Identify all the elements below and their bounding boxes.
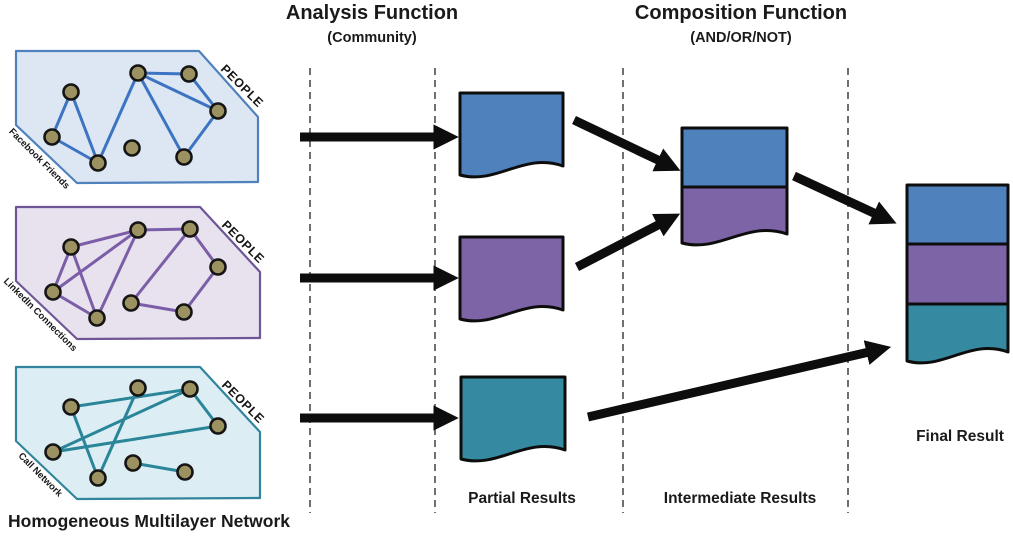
- network-edge: [96, 387, 140, 479]
- network-node: [124, 454, 142, 472]
- document-partial-teal: [459, 375, 567, 463]
- document-band: [458, 91, 565, 179]
- flow-arrow: [792, 171, 897, 225]
- document-intermediate: [680, 126, 789, 247]
- document-band: [905, 242, 1010, 306]
- network-node: [209, 417, 227, 435]
- network-edge: [52, 228, 139, 294]
- network-node: [122, 294, 140, 312]
- composition-function-title: Composition Function: [634, 2, 848, 24]
- document-band: [459, 375, 567, 463]
- partial-results-label: Partial Results: [468, 490, 576, 507]
- document-partial-blue: [458, 91, 565, 179]
- network-edge: [69, 91, 100, 164]
- network-edge: [136, 72, 186, 158]
- final-result-label: Final Result: [916, 428, 1004, 445]
- document-partial-purple: [458, 235, 565, 323]
- document-band: [680, 185, 789, 247]
- network-edge: [70, 228, 139, 249]
- flow-arrow: [572, 115, 681, 172]
- network-edge: [129, 228, 192, 304]
- network-node: [44, 443, 62, 461]
- document-band: [680, 126, 789, 189]
- network-node: [180, 65, 198, 83]
- analysis-function-subtitle: (Community): [327, 30, 417, 46]
- network-node: [176, 463, 194, 481]
- document-band: [458, 235, 565, 323]
- network-node: [209, 102, 227, 120]
- document-band: [905, 183, 1010, 246]
- network-edge: [69, 246, 99, 319]
- network-edge: [69, 406, 100, 479]
- network-edge: [137, 71, 219, 113]
- network-node: [129, 379, 147, 397]
- network-node: [62, 238, 80, 256]
- analysis-function-title: Analysis Function: [285, 2, 459, 24]
- network-node: [181, 220, 199, 238]
- network-edge: [95, 229, 140, 319]
- network-edge: [70, 387, 191, 409]
- network-node: [62, 83, 80, 101]
- network-node: [89, 154, 107, 172]
- document-final: [905, 183, 1010, 365]
- network-node: [129, 221, 147, 239]
- network-edge: [52, 424, 219, 454]
- diagram-caption: Homogeneous Multilayer Network: [8, 511, 290, 531]
- network-edge: [52, 387, 191, 454]
- network-edge: [96, 72, 140, 164]
- network-node: [209, 258, 227, 276]
- flow-arrow: [574, 213, 681, 271]
- network-node: [175, 303, 193, 321]
- composition-function-subtitle: (AND/OR/NOT): [690, 30, 792, 46]
- network-node: [43, 128, 61, 146]
- network-node: [89, 469, 107, 487]
- network-node: [123, 139, 141, 157]
- document-band: [905, 302, 1010, 365]
- intermediate-results-label: Intermediate Results: [663, 490, 817, 507]
- network-node: [62, 398, 80, 416]
- network-node: [44, 283, 62, 301]
- network-edge: [182, 110, 220, 158]
- network-edge: [182, 266, 220, 313]
- network-edge: [130, 301, 185, 314]
- network-node: [175, 148, 193, 166]
- network-node: [88, 309, 106, 327]
- network-edge: [51, 135, 99, 165]
- flow-arrow: [586, 340, 892, 422]
- network-node: [129, 64, 147, 82]
- network-node: [181, 380, 199, 398]
